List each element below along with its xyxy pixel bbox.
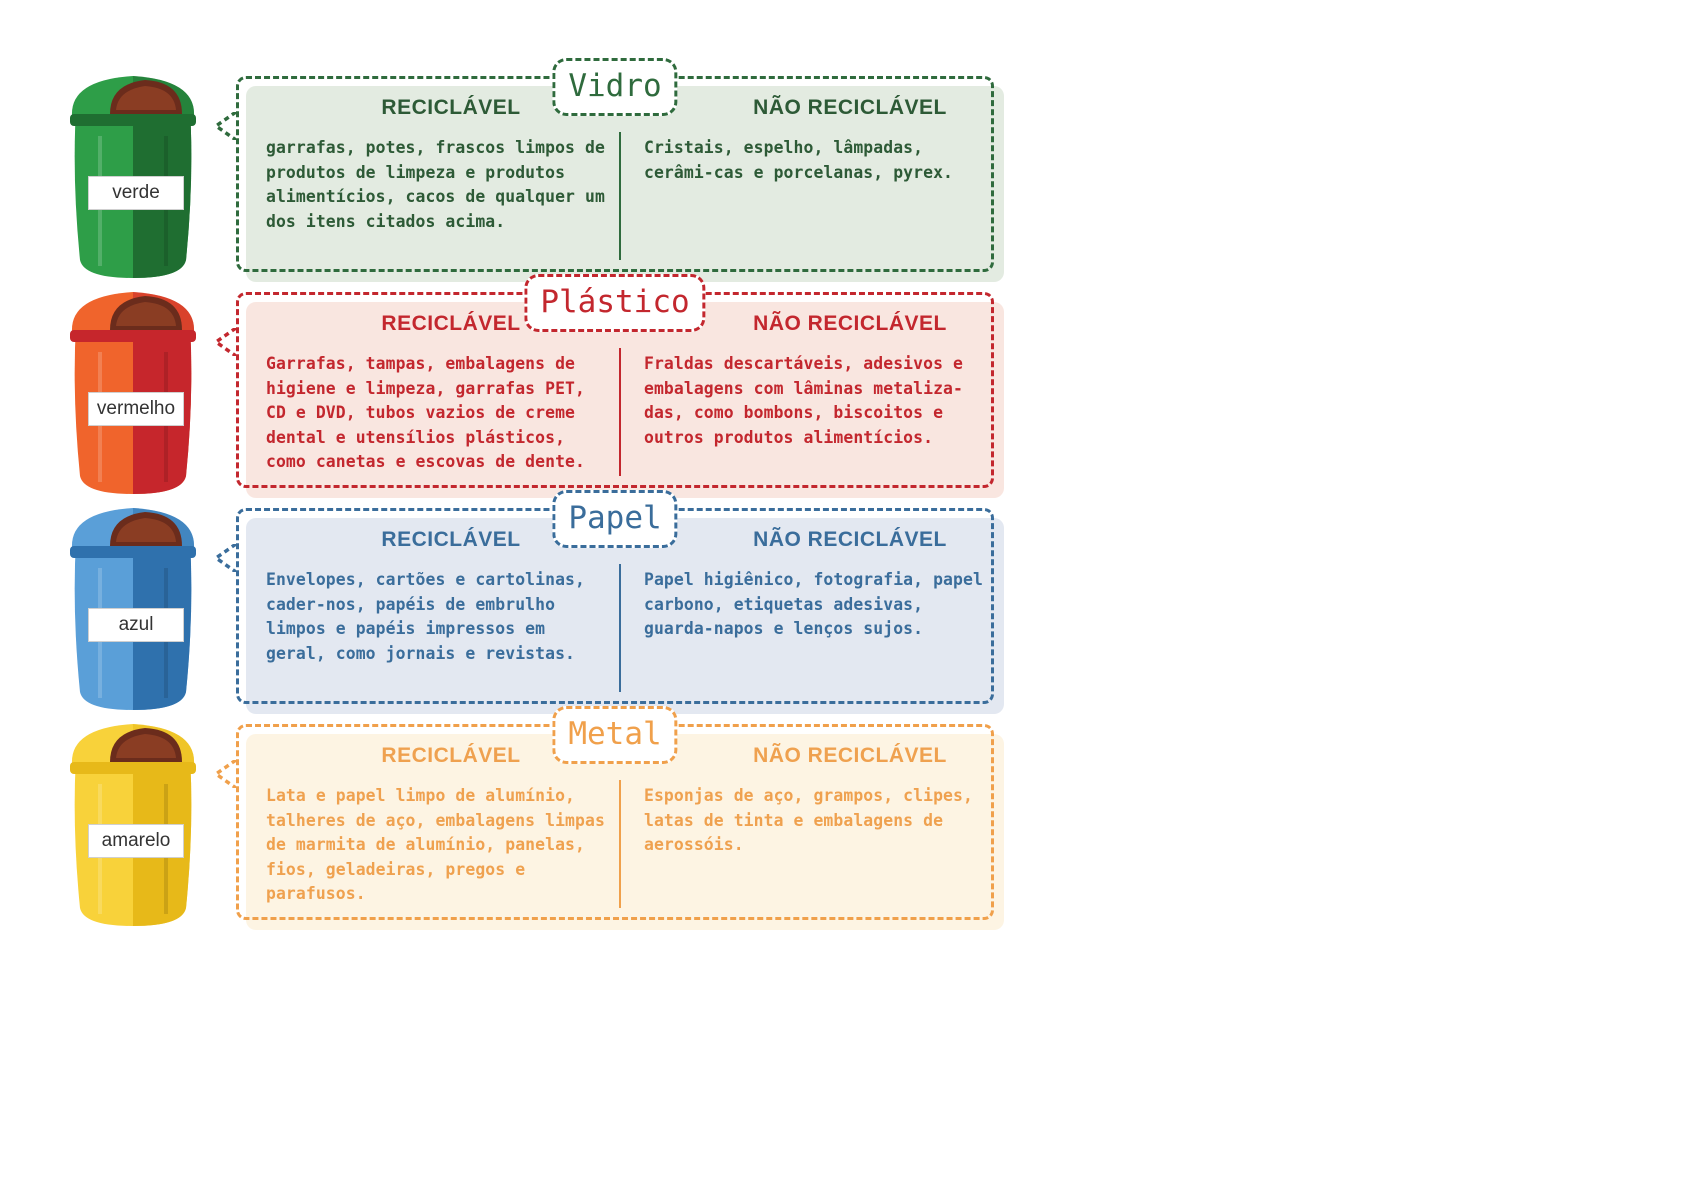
non-recyclable-heading: NÃO RECICLÁVEL xyxy=(753,744,947,767)
recyclable-heading: RECICLÁVEL xyxy=(381,312,521,335)
category-card: Metal RECICLÁVEL NÃO RECICLÁVEL Lata e p… xyxy=(214,706,1004,930)
bin-color-label: vermelho xyxy=(88,392,184,426)
speech-pointer-icon xyxy=(214,544,236,572)
recycling-category-4: amarelo Metal RECICLÁVEL NÃO RECICLÁVEL … xyxy=(0,704,1010,930)
recycling-category-1: verde Vidro RECICLÁVEL NÃO RECICLÁVEL ga… xyxy=(0,56,1010,282)
recyclable-heading: RECICLÁVEL xyxy=(381,96,521,119)
category-title: Vidro xyxy=(552,58,678,116)
bin-color-label: amarelo xyxy=(88,824,184,858)
category-card: Plástico RECICLÁVEL NÃO RECICLÁVEL Garra… xyxy=(214,274,1004,498)
non-recyclable-items: Esponjas de aço, grampos, clipes, latas … xyxy=(644,786,973,854)
card-background xyxy=(246,518,1004,714)
category-title: Metal xyxy=(552,706,678,764)
recyclable-items: Garrafas, tampas, embalagens de higiene … xyxy=(266,354,585,471)
trash-bin-icon: vermelho xyxy=(70,286,196,496)
column-divider xyxy=(619,348,621,476)
category-card: Papel RECICLÁVEL NÃO RECICLÁVEL Envelope… xyxy=(214,490,1004,714)
non-recyclable-heading: NÃO RECICLÁVEL xyxy=(753,312,947,335)
speech-pointer-icon xyxy=(214,112,236,140)
bin-color-label: verde xyxy=(88,176,184,210)
trash-bin-icon: amarelo xyxy=(70,718,196,928)
non-recyclable-heading: NÃO RECICLÁVEL xyxy=(753,528,947,551)
recyclable-heading: RECICLÁVEL xyxy=(381,744,521,767)
speech-pointer-icon xyxy=(214,328,236,356)
trash-bin-icon: azul xyxy=(70,502,196,712)
non-recyclable-items: Fraldas descartáveis, adesivos e embalag… xyxy=(644,354,963,447)
column-divider xyxy=(619,564,621,692)
non-recyclable-items: Papel higiênico, fotografia, papel carbo… xyxy=(644,570,983,638)
recyclable-heading: RECICLÁVEL xyxy=(381,528,521,551)
card-background xyxy=(246,86,1004,282)
column-divider xyxy=(619,132,621,260)
non-recyclable-heading: NÃO RECICLÁVEL xyxy=(753,96,947,119)
category-card: Vidro RECICLÁVEL NÃO RECICLÁVEL garrafas… xyxy=(214,58,1004,282)
column-divider xyxy=(619,780,621,908)
recyclable-items: Envelopes, cartões e cartolinas, cader-n… xyxy=(266,570,585,663)
recycling-category-2: vermelho Plástico RECICLÁVEL NÃO RECICLÁ… xyxy=(0,272,1010,498)
recyclable-items: Lata e papel limpo de alumínio, talheres… xyxy=(266,786,605,903)
recycling-category-3: azul Papel RECICLÁVEL NÃO RECICLÁVEL Env… xyxy=(0,488,1010,714)
category-title: Papel xyxy=(552,490,678,548)
card-background xyxy=(246,302,1004,498)
category-title: Plástico xyxy=(524,274,706,332)
bin-color-label: azul xyxy=(88,608,184,642)
speech-pointer-icon xyxy=(214,760,236,788)
recyclable-items: garrafas, potes, frascos limpos de produ… xyxy=(266,138,605,231)
non-recyclable-items: Cristais, espelho, lâmpadas, cerâmi-cas … xyxy=(644,138,954,182)
card-background xyxy=(246,734,1004,930)
trash-bin-icon: verde xyxy=(70,70,196,280)
